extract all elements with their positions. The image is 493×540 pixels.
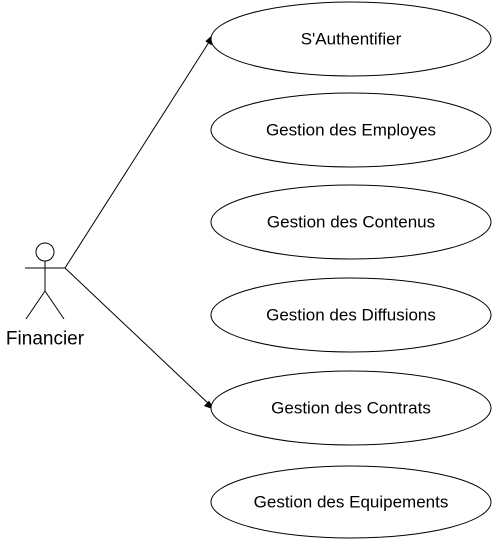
use-case-label: Gestion des Contenus bbox=[267, 213, 435, 232]
use-case-ellipse bbox=[210, 465, 492, 539]
use-case-ellipse bbox=[210, 92, 492, 168]
actor-right-leg bbox=[44, 290, 65, 320]
use-cases: S'Authentifier Gestion des Employes Gest… bbox=[210, 1, 492, 539]
use-case-ellipse bbox=[210, 184, 492, 260]
actor-head bbox=[35, 242, 55, 262]
use-case-label: Gestion des Diffusions bbox=[266, 306, 436, 325]
use-case-ellipse bbox=[210, 277, 492, 353]
use-case-label: S'Authentifier bbox=[301, 30, 402, 49]
use-case-equipements: Gestion des Equipements bbox=[210, 465, 492, 539]
use-case-contrats: Gestion des Contrats bbox=[210, 370, 492, 446]
use-case-contenus: Gestion des Contenus bbox=[210, 184, 492, 260]
use-case-employes: Gestion des Employes bbox=[210, 92, 492, 168]
association-contrats bbox=[64, 267, 211, 406]
use-case-label: Gestion des Contrats bbox=[271, 399, 431, 418]
use-case-label: Gestion des Equipements bbox=[254, 493, 449, 512]
use-case-label: Gestion des Employes bbox=[266, 121, 436, 140]
use-case-ellipse bbox=[210, 370, 492, 446]
associations bbox=[64, 33, 216, 410]
actor-financier: Financier bbox=[6, 242, 85, 350]
use-case-diffusions: Gestion des Diffusions bbox=[210, 277, 492, 353]
use-case-ellipse bbox=[210, 1, 492, 77]
actor-left-leg bbox=[25, 290, 46, 320]
actor-label: Financier bbox=[6, 329, 85, 350]
association-authentifier bbox=[64, 38, 212, 269]
use-case-authentifier: S'Authentifier bbox=[210, 1, 492, 77]
